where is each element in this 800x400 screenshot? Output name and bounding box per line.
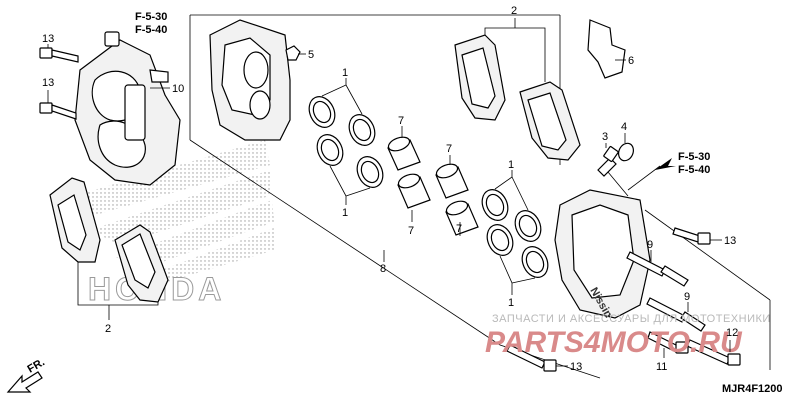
- bolt-13-middle: [39, 102, 77, 120]
- piston-seals: [308, 78, 549, 295]
- bolt-11: [647, 331, 689, 358]
- callout-1-b: 1: [342, 207, 348, 219]
- callout-12: 12: [726, 327, 738, 339]
- callout-11: 11: [656, 361, 667, 373]
- callout-13-right: 13: [724, 235, 736, 247]
- bolt-13-bottom: [506, 344, 557, 372]
- brake-pads-top: [454, 18, 581, 161]
- brake-pads-left: [49, 177, 169, 320]
- callout-7-c: 7: [408, 225, 414, 237]
- callout-5: 5: [308, 49, 314, 61]
- callout-4: 4: [621, 121, 627, 133]
- caliper-body-right: Nissin: [554, 171, 651, 320]
- callout-1-d: 1: [508, 297, 514, 309]
- callout-8: 8: [380, 263, 386, 275]
- callout-1-a: 1: [342, 67, 348, 79]
- callout-9-upper: 9: [647, 239, 653, 251]
- callout-6: 6: [628, 55, 634, 67]
- watermark-site: PARTS4MOTO.RU: [485, 326, 743, 359]
- ref-top-left-1: F-5-30: [135, 11, 167, 23]
- callout-3: 3: [602, 131, 608, 143]
- pad-pin-9-lower: [646, 297, 706, 332]
- callout-1-c: 1: [508, 159, 514, 171]
- callout-7-a: 7: [398, 115, 404, 127]
- front-direction-label: FR.: [26, 356, 47, 375]
- bolt-13-top: [39, 47, 79, 63]
- bleeder-cap-5: [285, 45, 301, 61]
- caliper-body-center: [209, 19, 291, 141]
- callout-2-bottom: 2: [105, 323, 111, 335]
- bleeder-screw-3: [597, 143, 619, 177]
- bleeder-cap-4: [618, 133, 634, 162]
- ref-right-2: F-5-40: [678, 164, 710, 176]
- watermark-tagline: ЗАПЧАСТИ И АКСЕССУАРЫ ДЛЯ МОТОТЕХНИКИ: [492, 313, 771, 325]
- pad-pin-9-upper: [626, 250, 689, 287]
- callout-13-middle: 13: [42, 77, 54, 89]
- pad-spring-6: [587, 19, 626, 79]
- pistons: [387, 126, 479, 236]
- callout-9-lower: 9: [684, 291, 690, 303]
- callout-7-b: 7: [446, 143, 452, 155]
- callout-13-bottom: 13: [570, 361, 582, 373]
- callout-10: 10: [172, 83, 184, 95]
- front-direction-arrow: FR.: [6, 356, 47, 393]
- diagram-code: MJR4F1200: [722, 383, 783, 395]
- callout-7-d: 7: [456, 223, 462, 235]
- ref-arrow-icon: [655, 158, 676, 170]
- bolt-13-right: [672, 227, 711, 245]
- ref-top-left-2: F-5-40: [135, 24, 167, 36]
- callout-13-top: 13: [42, 33, 54, 45]
- callout-2-top: 2: [511, 5, 517, 17]
- ref-right-1: F-5-30: [678, 151, 710, 163]
- left-caliper-assembly: [74, 31, 181, 186]
